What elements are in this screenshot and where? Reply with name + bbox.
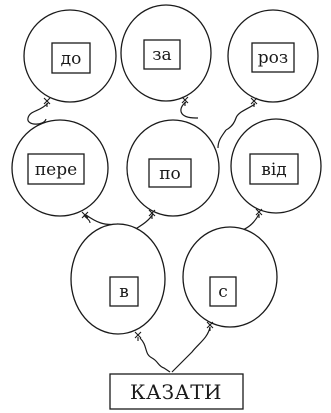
balloon-vid: від [230, 118, 322, 218]
prefix-label: від [261, 160, 286, 180]
knot [250, 97, 258, 107]
string-za-po [180, 101, 198, 119]
knot [148, 209, 156, 219]
string-roz-po [217, 129, 227, 149]
prefix-label: пере [35, 160, 77, 180]
prefix-label: за [152, 45, 171, 65]
prefix-box [148, 158, 192, 188]
prefix-box [209, 276, 237, 307]
string-po-v [133, 213, 154, 231]
knot [181, 96, 189, 106]
prefix-box [109, 276, 139, 307]
prefix-label: с [218, 282, 228, 302]
knot [255, 208, 263, 218]
root-word-box [109, 373, 244, 410]
balloon-s: с [182, 226, 278, 331]
prefix-box [51, 42, 91, 74]
string-v-root [139, 337, 171, 373]
balloon-po: по [126, 119, 220, 219]
prefix-label: по [159, 164, 181, 184]
prefix-box [249, 153, 299, 185]
prefix-box [251, 42, 295, 73]
root-word-label: КАЗАТИ [130, 380, 222, 404]
prefix-label: в [119, 282, 129, 302]
string-roz-vid [225, 103, 256, 131]
string-pere-v [85, 214, 119, 226]
balloon-do: до [23, 9, 117, 107]
balloon-pere: пере [11, 119, 109, 224]
prefix-label: до [61, 49, 82, 69]
balloon-v: в [70, 223, 166, 341]
balloon-roz: роз [227, 9, 319, 107]
string-do-pere [27, 102, 49, 125]
knot [43, 97, 51, 107]
string-s-root [171, 326, 211, 373]
knot [81, 211, 91, 224]
knot [134, 331, 142, 341]
root-word: КАЗАТИ [109, 373, 244, 410]
prefix-box [27, 153, 85, 185]
prefix-label: роз [258, 48, 288, 68]
balloon-za: за [120, 4, 212, 106]
prefix-box [143, 39, 181, 70]
knot [206, 321, 214, 331]
